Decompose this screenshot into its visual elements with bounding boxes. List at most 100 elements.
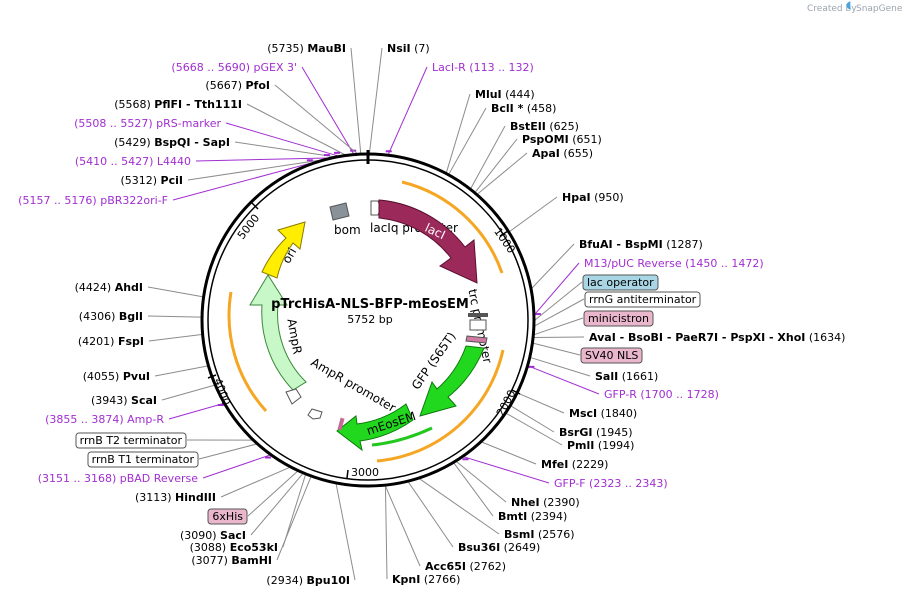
feature-ori[interactable] [261,221,306,279]
right-label-bmti[interactable]: BmtI (2394) [498,510,567,523]
left-label-6xhis[interactable]: 6xHis [207,508,248,525]
right-label-nhei[interactable]: NheI (2390) [511,496,580,509]
annotation-position: (1450 .. 1472) [685,257,764,270]
annotation-position: (4201) [78,335,115,348]
annotation-name: BsmI [504,528,535,541]
annotation-position: (655) [563,147,593,160]
right-label-mfei[interactable]: MfeI (2229) [541,458,608,471]
annotation-box [75,432,187,449]
annotation-position: (2323 .. 2343) [589,477,668,490]
left-label-pgex-3[interactable]: (5668 .. 5690) pGEX 3' [171,61,297,74]
feature-ampr-promoter[interactable] [307,408,323,420]
left-label-bspqi-sapi[interactable]: (5429) BspQI - SapI [114,136,230,149]
annotation-position: (7) [414,42,430,55]
annotation-position: (5508 .. 5527) [74,117,153,130]
right-label-msci[interactable]: MscI (1840) [569,407,637,420]
right-label-bsteii[interactable]: BstEII (625) [510,120,579,133]
left-label-l4440[interactable]: (5410 .. 5427) L4440 [75,155,191,168]
left-label-saci[interactable]: (3090) SacI [180,529,246,542]
left-label-rrnb-t2-terminator[interactable]: rrnB T2 terminator [75,432,187,449]
leader-line [148,334,202,342]
snapgene-logo-icon: ◖ [846,0,851,11]
left-label-fspi[interactable]: (4201) FspI [78,335,144,348]
feature-bom[interactable] [329,202,350,221]
right-label-mlui[interactable]: MluI (444) [475,88,535,101]
annotation-position: (2394) [531,510,568,523]
right-label-m13-puc-reverse[interactable]: M13/pUC Reverse (1450 .. 1472) [584,257,764,270]
left-label-bpu10i[interactable]: (2934) Bpu10I [266,574,350,587]
annotation-position: (3088) [190,541,227,554]
left-label-pbr322ori-f[interactable]: (5157 .. 5176) pBR322ori-F [18,194,168,207]
right-label-bsrgi[interactable]: BsrGI (1945) [559,426,633,439]
leader-line [453,462,494,517]
annotation-name: ApaI [532,147,560,160]
right-label-bsu36i[interactable]: Bsu36I (2649) [458,541,540,554]
right-label-apai[interactable]: ApaI (655) [532,147,593,160]
plasmid-size: 5752 bp [347,313,392,326]
right-label-pmli[interactable]: PmlI (1994) [567,439,634,452]
left-label-scai[interactable]: (3943) ScaI [91,394,157,407]
ampr-promoter-small [285,388,302,405]
right-label-sv40-nls[interactable]: SV40 NLS [580,347,643,364]
right-label-avai-bsobi-paer7i-pspxi-xhoi[interactable]: AvaI - BsoBI - PaeR7I - PspXI - XhoI (16… [589,331,845,344]
annotation-name: GFP-F [554,477,586,490]
annotation-position: (4306) [79,310,116,323]
left-label-ahdi[interactable]: (4424) AhdI [75,281,143,294]
leader-line [531,243,575,289]
left-label-pbad-reverse[interactable]: (3151 .. 3168) pBAD Reverse [38,472,199,485]
right-label-bfuai-bspmi[interactable]: BfuAI - BspMI (1287) [579,238,703,251]
right-label-hpai[interactable]: HpaI (950) [562,191,624,204]
left-label-pfoi[interactable]: (5667) PfoI [205,79,270,92]
right-label-acc65i[interactable]: Acc65I (2762) [425,560,506,573]
leader-line [276,476,312,561]
left-label-pvui[interactable]: (4055) PvuI [83,370,150,383]
right-label-laci-r[interactable]: LacI-R (113 .. 132) [432,61,534,74]
leader-line [387,66,428,155]
left-label-prs-marker[interactable]: (5508 .. 5527) pRS-marker [74,117,221,130]
right-label-nsii[interactable]: NsiI (7) [387,42,430,55]
annotation-text: SV40 NLS [585,349,638,362]
feature-ampr[interactable] [249,274,307,391]
annotation-name: BspQI - SapI [154,136,230,149]
left-label-pflfi-tth111i[interactable]: (5568) PflFI - Tth111I [114,98,242,111]
left-label-bamhi[interactable]: (3077) BamHI [191,554,272,567]
right-label-bcli[interactable]: BclI * (458) [491,102,556,115]
left-label-hindiii[interactable]: (3113) HindIII [135,491,216,504]
leader-line [368,47,383,154]
annotation-name: pRS-marker [156,117,221,130]
left-label-rrnb-t1-terminator[interactable]: rrnB T1 terminator [87,451,199,468]
right-label-bsmi[interactable]: BsmI (2576) [504,528,575,541]
left-label-bgli[interactable]: (4306) BglI [79,310,143,323]
tick-label-3000: 3000 [351,466,379,479]
feature-minicistron-mark [465,335,488,344]
leader-line [250,473,304,536]
right-label-kpni[interactable]: KpnI (2766) [392,573,460,586]
annotation-text: MfeI (2229) [541,458,608,471]
feature-rrnG-mark [469,319,487,331]
leader-line [506,412,563,446]
feature-gfp[interactable] [419,345,485,417]
right-label-gfp-r[interactable]: GFP-R (1700 .. 1728) [604,388,719,401]
feature-lac-operator-mark [468,313,488,317]
leader-line [274,84,358,154]
annotation-position: (2390) [543,496,580,509]
right-label-gfp-f[interactable]: GFP-F (2323 .. 2343) [554,477,668,490]
feature-laci[interactable] [378,199,478,284]
left-label-eco53ki[interactable]: (3088) Eco53kI [190,541,278,554]
right-label-pspomi[interactable]: PspOMI (651) [522,133,602,146]
left-label-pcii[interactable]: (5312) PciI [120,174,183,187]
leader-line [168,403,224,420]
right-label-lac-operator[interactable]: lac operator [582,274,659,291]
right-label-sali[interactable]: SalI (1661) [595,370,658,383]
right-label-minicistron[interactable]: minicistron [583,310,654,327]
annotation-name: PflFI - Tth111I [154,98,242,111]
annotation-text: (3113) HindIII [135,491,216,504]
leader-line [463,456,550,484]
right-label-rrng-antiterminator[interactable]: rrnG antiterminator [584,291,701,308]
feature-meosem[interactable] [336,403,414,452]
annotation-text: GFP-R (1700 .. 1728) [604,388,719,401]
annotation-name: pGEX 3' [253,61,297,74]
left-label-maubi[interactable]: (5735) MauBI [267,42,346,55]
feature-label-ampr-promoter: AmpR promoter [309,355,399,415]
left-label-amp-r[interactable]: (3855 .. 3874) Amp-R [45,413,164,426]
